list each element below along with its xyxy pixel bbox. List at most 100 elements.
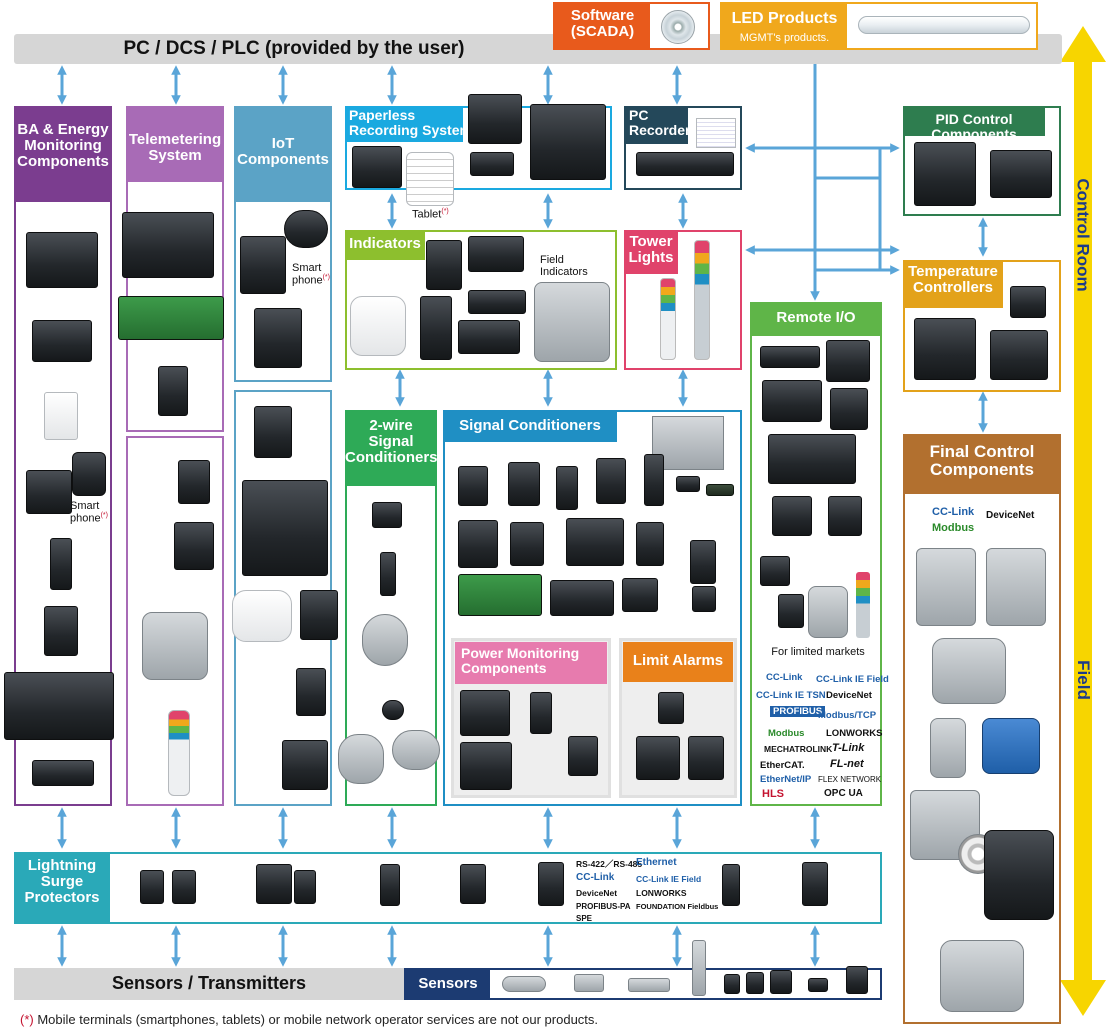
- lsp-proto-lonworks: LONWORKS: [636, 888, 687, 898]
- led-tube-icon: [858, 16, 1030, 34]
- final-proto-modbus: Modbus: [932, 522, 975, 534]
- final-proto-devicenet: DeviceNet: [986, 510, 1035, 521]
- rio-device-9: [778, 594, 804, 628]
- tele-device-3: [158, 366, 188, 416]
- sensor-2: [574, 974, 604, 992]
- lsp-device-9: [802, 862, 828, 906]
- smartphone-icon: [72, 452, 106, 496]
- lsp-proto-spe: SPE: [576, 914, 593, 923]
- smartphone-label-ba: Smart phone(*): [70, 500, 108, 525]
- two-wire-device-1: [372, 502, 402, 528]
- bottom-bar-title: Sensors / Transmitters: [111, 973, 307, 993]
- sc-device-15: [622, 578, 658, 612]
- sc-device-1: [458, 466, 488, 506]
- sc-cabinet-photo: [652, 416, 724, 470]
- lsp-proto-foundation: FOUNDATION Fieldbus: [636, 902, 719, 911]
- ba-device-3: [44, 392, 78, 440]
- pid-device-1: [914, 142, 976, 206]
- sensor-4: [692, 940, 706, 996]
- tablet-icon: [406, 152, 454, 206]
- proto-profibus: PROFIBUS: [770, 706, 826, 717]
- sensors-title: Sensors: [406, 970, 490, 998]
- cd-icon: [661, 10, 695, 44]
- lsp-device-6: [460, 864, 486, 904]
- ba-device-5: [50, 538, 72, 590]
- sc-device-6: [676, 476, 700, 492]
- sensor-6: [746, 972, 764, 994]
- actuator-5: [982, 718, 1040, 774]
- control-room-label: Control Room: [1074, 178, 1094, 292]
- led-box: LED Products MGMT's products.: [720, 2, 1038, 50]
- led-title-bg: LED Products MGMT's products.: [722, 4, 847, 48]
- tower-light-1: [660, 278, 676, 360]
- lsp-device-4: [294, 870, 316, 904]
- proto-hls: HLS: [762, 788, 784, 800]
- panel-remote-io-title: Remote I/O: [750, 302, 882, 336]
- software-title: Software (SCADA): [555, 4, 650, 48]
- sensor-3: [628, 978, 670, 992]
- actuator-3: [932, 638, 1006, 704]
- iot-smartphone-icon: [284, 210, 328, 248]
- panel-lightning-title: Lightning Surge Protectors: [14, 852, 110, 924]
- proto-cc-link-ie-tsn: CC-Link IE TSN: [756, 690, 826, 701]
- field-side-arrow: [1060, 26, 1106, 1016]
- ba-device-7: [4, 672, 114, 740]
- proto-ethernet-ip: EtherNet/IP: [760, 774, 812, 785]
- iot-device-3: [254, 406, 292, 458]
- panel-tower-title: Tower Lights: [624, 230, 678, 274]
- two-wire-device-4: [382, 700, 404, 720]
- power-meter: [460, 742, 512, 790]
- rio-device-6: [772, 496, 812, 536]
- power-device-3: [568, 736, 598, 776]
- rio-device-8: [760, 556, 790, 586]
- control-room-label-wrap: Control Room: [1062, 160, 1104, 310]
- panel-pc-recorder-title: PC Recorder: [624, 106, 690, 144]
- lsp-device-1: [140, 870, 164, 904]
- temp-device-1: [1010, 286, 1046, 318]
- limit-device-2: [636, 736, 680, 780]
- panel-signal-cond-title: Signal Conditioners: [443, 410, 617, 442]
- temp-device-3: [990, 330, 1048, 380]
- actuator-8: [940, 940, 1024, 1012]
- proto-lonworks: LONWORKS: [826, 728, 883, 739]
- proto-cc-link: CC-Link: [766, 672, 803, 683]
- sc-device-3: [556, 466, 578, 510]
- proto-modbus-tcp: Modbus/TCP: [818, 710, 877, 721]
- sc-device-11: [636, 522, 664, 566]
- panel-pid-title: PID Control Components: [903, 106, 1045, 142]
- software-box: Software (SCADA): [553, 2, 710, 50]
- lsp-proto-profibus-pa: PROFIBUS-PA: [576, 902, 631, 911]
- sensor-1: [502, 976, 546, 992]
- sc-device-5: [644, 454, 664, 506]
- sc-device-13: [458, 574, 542, 616]
- limit-device-1: [658, 692, 684, 724]
- lsp-device-8: [722, 864, 740, 906]
- lsp-device-5: [380, 864, 400, 906]
- final-proto-cc-link: CC-Link: [932, 506, 975, 518]
- ba-device-4: [26, 470, 72, 514]
- rio-device-4: [830, 388, 868, 430]
- proto-opc-ua: OPC UA: [824, 788, 863, 799]
- sc-device-9: [510, 522, 544, 566]
- two-wire-device-5: [338, 734, 384, 784]
- panel-final-control-title: Final Control Components: [903, 434, 1061, 494]
- proto-mechatrolink: MECHATROLINK: [764, 744, 833, 754]
- sc-device-10: [566, 518, 624, 566]
- recorder-device-2: [530, 104, 606, 180]
- panel-iot-title: IoT Components: [234, 106, 332, 202]
- indicator-device-5: [458, 320, 520, 354]
- two-wire-device-3: [362, 614, 408, 666]
- bottom-bar: Sensors / Transmitters: [14, 968, 404, 1000]
- lsp-device-7: [538, 862, 564, 906]
- lsp-device-3: [256, 864, 292, 904]
- actuator-1: [916, 548, 976, 626]
- recorder-device-3: [470, 152, 514, 176]
- panel-two-wire-title: 2-wire Signal Conditioners: [345, 410, 438, 486]
- power-device-1: [460, 690, 510, 736]
- sc-device-7: [706, 484, 734, 496]
- top-bar-title: PC / DCS / PLC (provided by the user): [123, 38, 465, 59]
- sensor-5: [724, 974, 740, 994]
- lsp-proto-cc-link-ie: CC-Link IE Field: [636, 874, 702, 884]
- sensor-7: [770, 970, 792, 994]
